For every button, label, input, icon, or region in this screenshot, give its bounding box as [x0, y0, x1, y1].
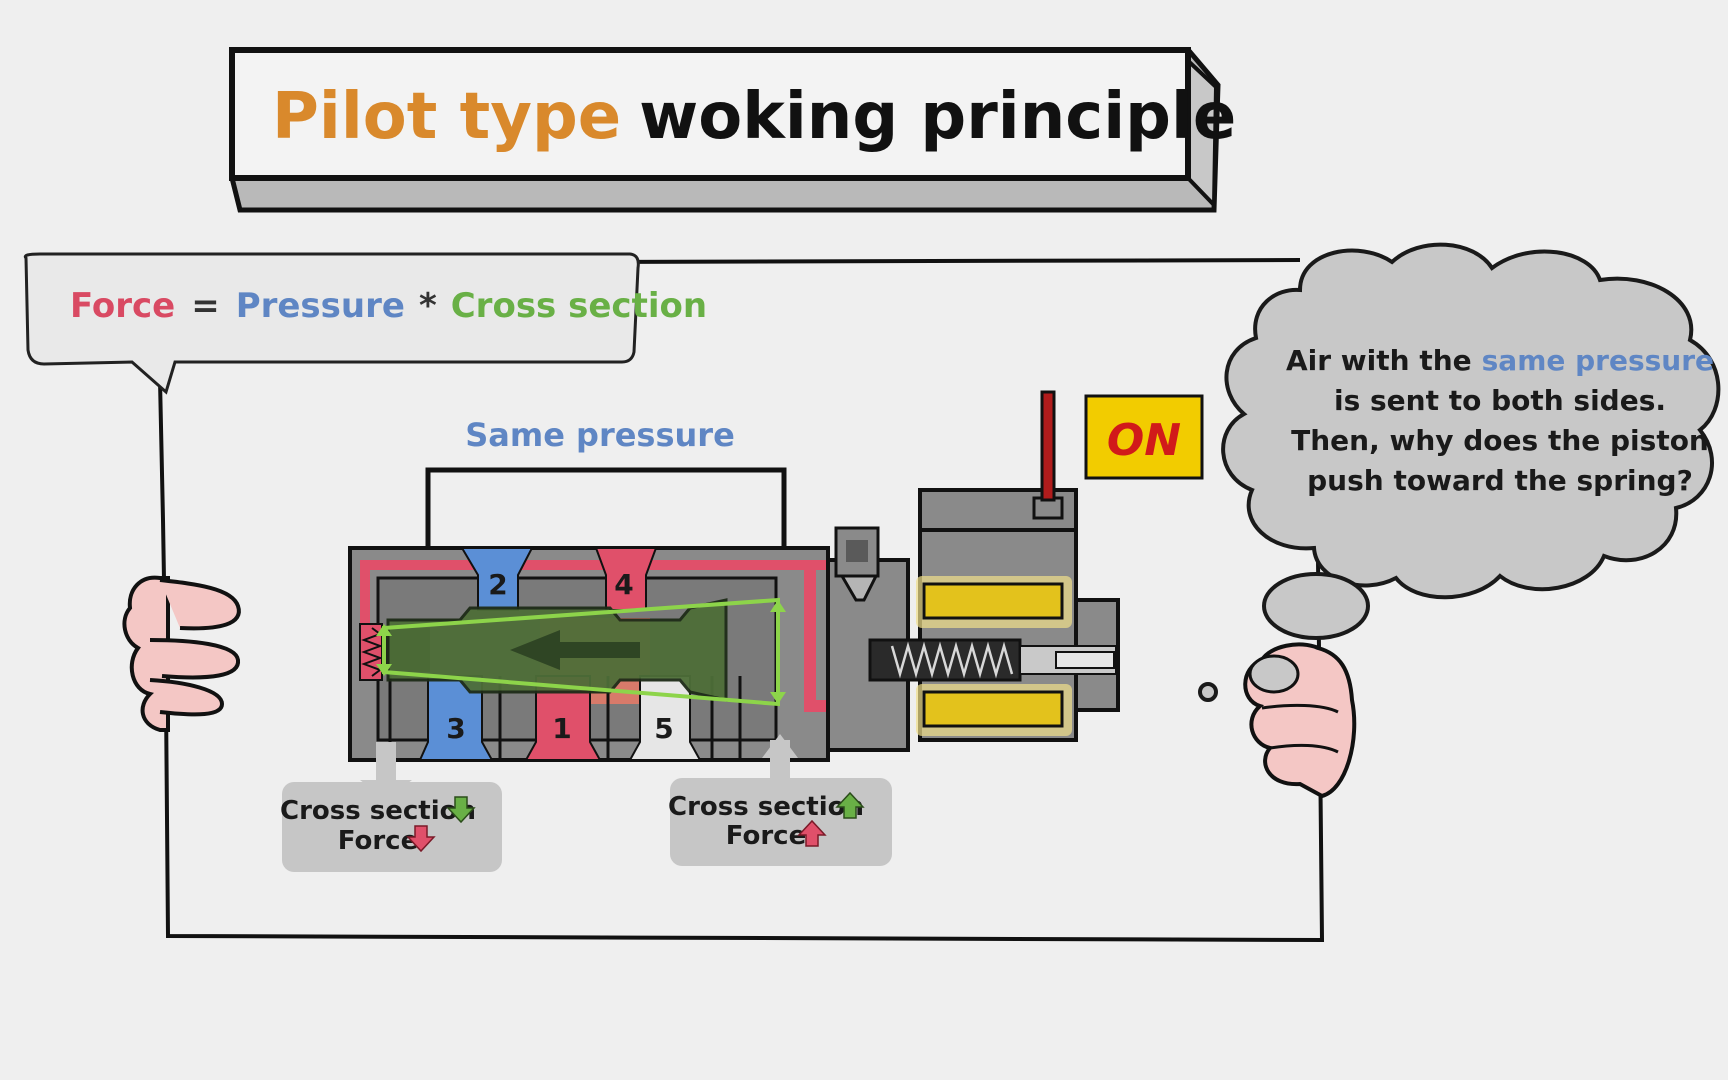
title-part2: woking principle: [639, 80, 1236, 154]
formula-force: Force: [70, 286, 175, 326]
port-4-label: 4: [614, 568, 633, 601]
svg-text:Force: Force: [338, 826, 418, 856]
left-hand: [122, 575, 241, 732]
port-2-label: 2: [488, 568, 507, 601]
same-pressure-label: Same pressure: [465, 416, 735, 454]
thought-line3: Then, why does the piston: [1291, 424, 1709, 457]
callout-left-line2: Force: [338, 826, 418, 856]
thought-line1a: Air with the: [1286, 344, 1472, 377]
formula-pressure: Pressure: [236, 286, 405, 326]
thought-line4: push toward the spring?: [1307, 464, 1693, 497]
force-down-icon: [406, 825, 436, 853]
cross-section-up-icon: [835, 791, 865, 819]
formula-bubble: Force = Pressure * Cross section: [23, 252, 707, 395]
callout-left: Cross section Force: [280, 742, 502, 872]
coil-top: [922, 582, 1064, 620]
on-badge: ON: [1084, 394, 1204, 480]
svg-text:Force: Force: [726, 821, 806, 851]
thought-line1b: same pressure: [1482, 344, 1714, 377]
title-part1: Pilot type: [272, 80, 621, 154]
thought-cloud: Air with the same pressure is sent to bot…: [1198, 242, 1721, 702]
callout-right-line2: Force: [726, 821, 806, 851]
solenoid-spring: [890, 641, 1014, 679]
callout-right-line1: Cross section: [668, 792, 864, 822]
port-1-label: 1: [552, 712, 571, 745]
pilot-wire: [1040, 390, 1056, 502]
return-spring: [361, 627, 383, 677]
formula-cross-section: Cross section: [451, 286, 707, 326]
svg-text:Cross section: Cross section: [668, 792, 864, 822]
formula-equals: =: [191, 286, 220, 326]
on-label: ON: [1107, 415, 1181, 466]
force-up-icon: [797, 819, 827, 847]
callout-left-line1: Cross section: [280, 796, 476, 826]
formula-times: *: [419, 286, 437, 326]
coil-bottom: [922, 690, 1064, 728]
svg-text:Cross section: Cross section: [280, 796, 476, 826]
callout-right: Cross section Force: [668, 734, 892, 866]
solenoid: [826, 390, 1120, 752]
cross-section-down-icon: [446, 796, 476, 824]
formula-text: Force = Pressure * Cross section: [70, 286, 707, 326]
thought-line2: is sent to both sides.: [1334, 384, 1666, 417]
right-hand: [1243, 642, 1357, 799]
port-5-label: 5: [654, 712, 673, 745]
piston: [376, 597, 786, 707]
piston-direction-arrow: [510, 630, 640, 670]
port-3-label: 3: [446, 712, 465, 745]
